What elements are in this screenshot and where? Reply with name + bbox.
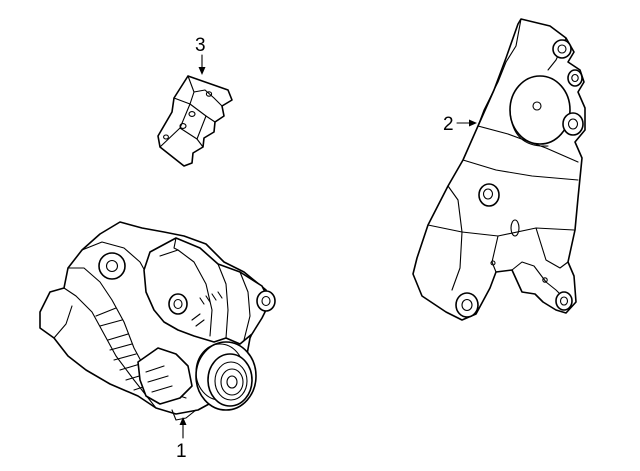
part-2-mounting-bracket[interactable] [412, 18, 586, 321]
callout-2: 2 [443, 114, 477, 135]
callout-1-arrow [179, 417, 187, 425]
callout-3-label: 3 [195, 35, 206, 56]
callout-2-arrow [469, 119, 477, 127]
part-1-alternator[interactable] [39, 221, 276, 421]
callout-3: 3 [195, 35, 206, 75]
callout-2-label: 2 [443, 114, 454, 135]
callout-1: 1 [176, 417, 187, 462]
callout-3-arrow [198, 67, 206, 75]
callout-1-label: 1 [176, 441, 187, 462]
part-3-bracket-plate[interactable] [157, 75, 233, 167]
